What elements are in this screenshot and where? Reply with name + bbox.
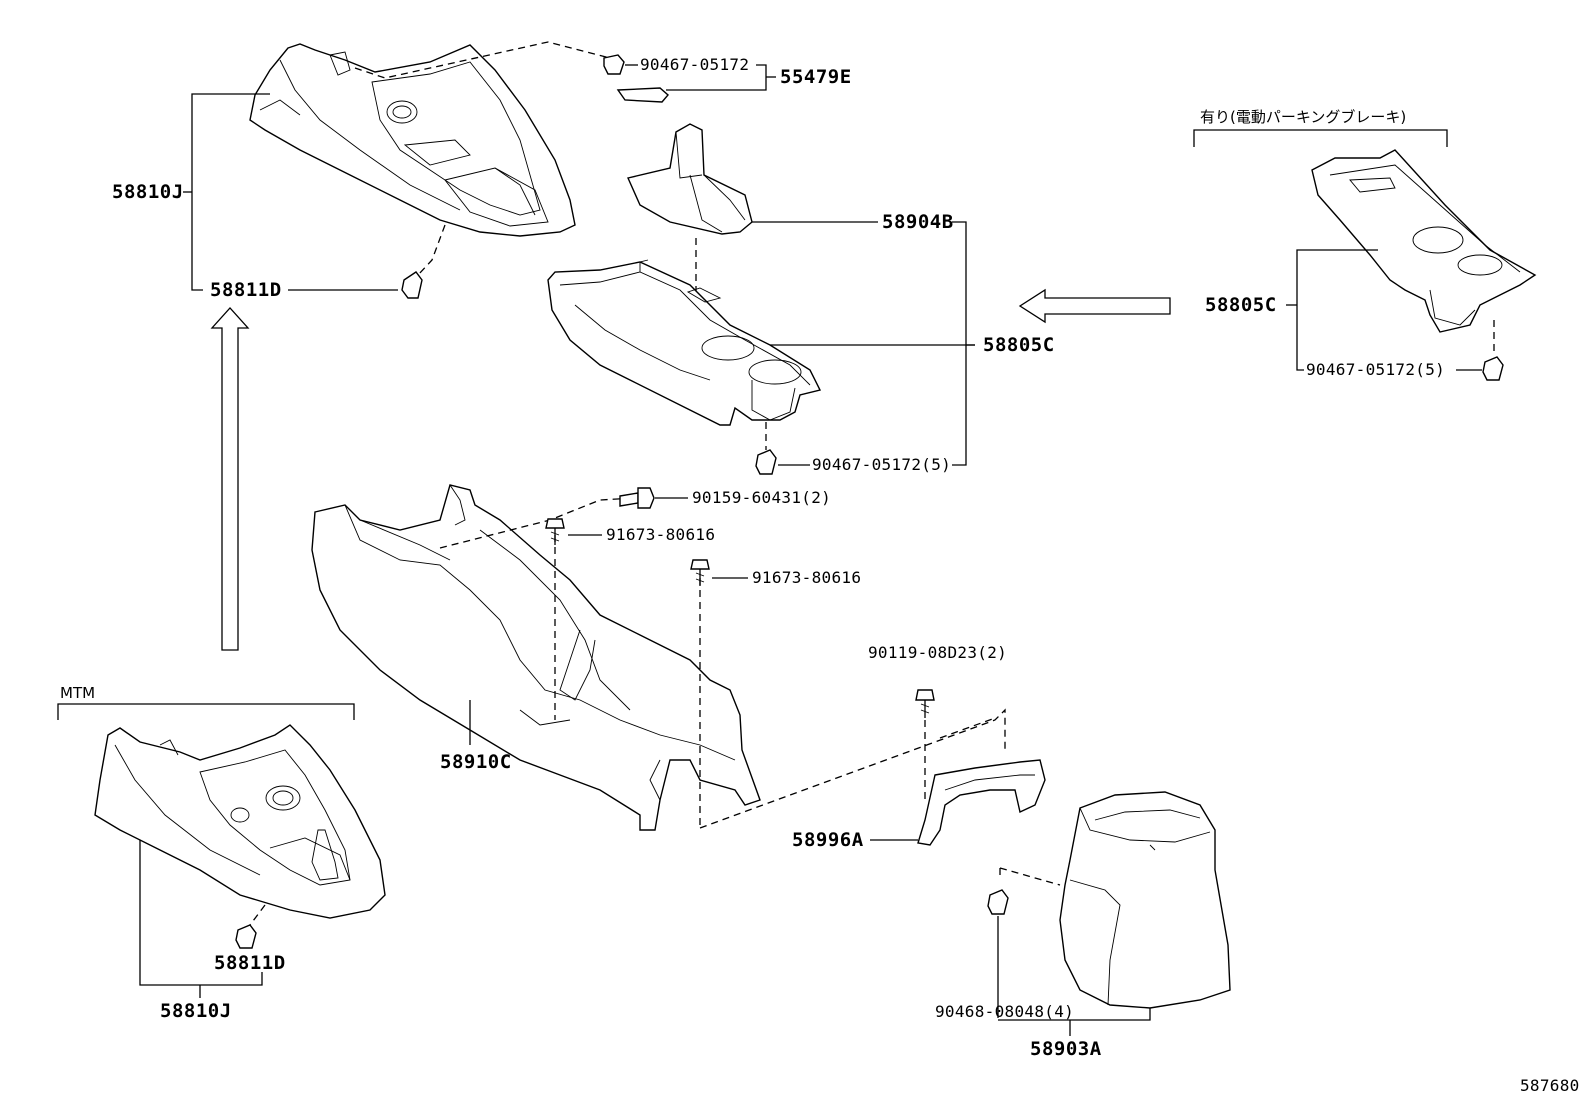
label-58810J-mtm: 58810J <box>160 1000 232 1022</box>
label-55479E: 55479E <box>780 66 852 88</box>
label-90467-middle: 90467-05172(5) <box>812 455 952 474</box>
bracket-58996A <box>917 759 1046 846</box>
console-tray-middle <box>547 259 822 426</box>
label-90467-right: 90467-05172(5) <box>1306 360 1446 379</box>
label-91673-a: 91673-80616 <box>606 525 716 544</box>
label-58811D-mtm: 58811D <box>214 952 286 974</box>
clip-90467-middle <box>755 449 777 475</box>
screw-91673-a <box>545 518 565 545</box>
screw-90119 <box>915 689 935 718</box>
label-58805C-middle: 58805C <box>983 334 1055 356</box>
diagram-id: 587680 <box>1520 1076 1580 1095</box>
screw-91673-b <box>690 559 710 586</box>
label-58904B: 58904B <box>882 211 954 233</box>
label-90159: 90159-60431(2) <box>692 488 832 507</box>
console-tray-right <box>1311 149 1537 333</box>
part-55479E <box>616 87 669 103</box>
armrest-box <box>1059 791 1231 1009</box>
label-58996A: 58996A <box>792 829 864 851</box>
bolt-90159 <box>619 487 655 509</box>
label-58810J-top: 58810J <box>112 181 184 203</box>
shift-bezel-panel-mtm <box>94 724 386 919</box>
label-58811D-top: 58811D <box>210 279 282 301</box>
clip-58811D-top <box>401 271 423 299</box>
up-arrow <box>210 307 250 651</box>
label-90119: 90119-08D23(2) <box>868 643 1008 662</box>
label-90468: 90468-08048(4) <box>935 1002 1075 1021</box>
label-58805C-right: 58805C <box>1205 294 1277 316</box>
clip-90467-top <box>603 54 625 75</box>
left-arrow <box>1018 288 1171 324</box>
label-91673-b: 91673-80616 <box>752 568 862 587</box>
note-electric-parking-brake: 有り(電動パーキングブレーキ) <box>1200 108 1407 126</box>
clip-90467-right <box>1482 356 1504 381</box>
console-body <box>311 484 761 831</box>
label-90467-top: 90467-05172 <box>640 55 750 74</box>
label-58910C: 58910C <box>440 751 512 773</box>
clip-90468 <box>987 889 1009 915</box>
label-58903A: 58903A <box>1030 1038 1102 1060</box>
shift-boot <box>627 123 753 235</box>
clip-58811D-mtm <box>235 924 257 949</box>
shift-bezel-panel-top <box>249 43 576 237</box>
note-mtm: MTM <box>60 684 96 702</box>
